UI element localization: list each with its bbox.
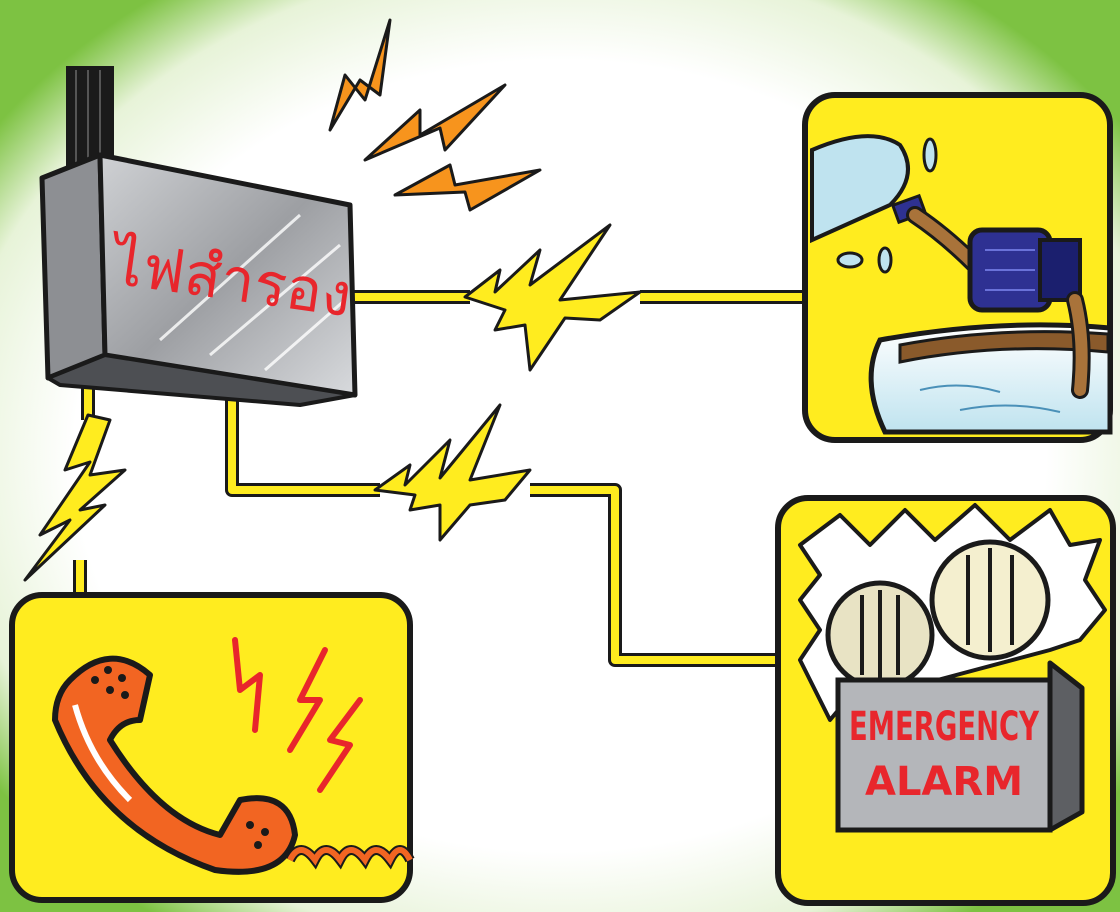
lightning-bolt-icon xyxy=(328,18,392,132)
alarm-sign-side xyxy=(1047,660,1085,833)
wire-to-alarm xyxy=(228,400,785,664)
alarm-sign-line2: ALARM xyxy=(865,759,1023,805)
lightning-bolt-icon xyxy=(463,223,642,372)
backup-power-box-icon: ไฟสำรอง xyxy=(39,66,358,407)
lightning-bolt-icon xyxy=(373,403,532,542)
alarm-sign xyxy=(835,677,1053,833)
lightning-bolt-icon xyxy=(363,83,507,162)
ring-marks xyxy=(232,637,363,793)
water-drop xyxy=(836,251,864,269)
water-pump-icon xyxy=(967,227,1082,313)
wire-lightning xyxy=(23,223,642,582)
lightning-bolt-icon xyxy=(23,413,127,582)
box-side xyxy=(39,152,108,381)
water-drop xyxy=(877,246,893,274)
lightning-bolt-icon xyxy=(393,163,542,212)
emergency-alarm-panel: EMERGENCY ALARM xyxy=(775,495,1116,906)
telephone-panel xyxy=(9,592,415,903)
water-drop xyxy=(922,137,938,173)
wires xyxy=(73,290,805,667)
box-bottom xyxy=(46,353,357,407)
alarm-sign-line1: EMERGENCY xyxy=(849,704,1040,750)
sparks xyxy=(328,18,542,212)
telephone-icon xyxy=(52,655,415,875)
water-spray-icon xyxy=(810,134,910,244)
water-pump-panel xyxy=(802,92,1113,443)
